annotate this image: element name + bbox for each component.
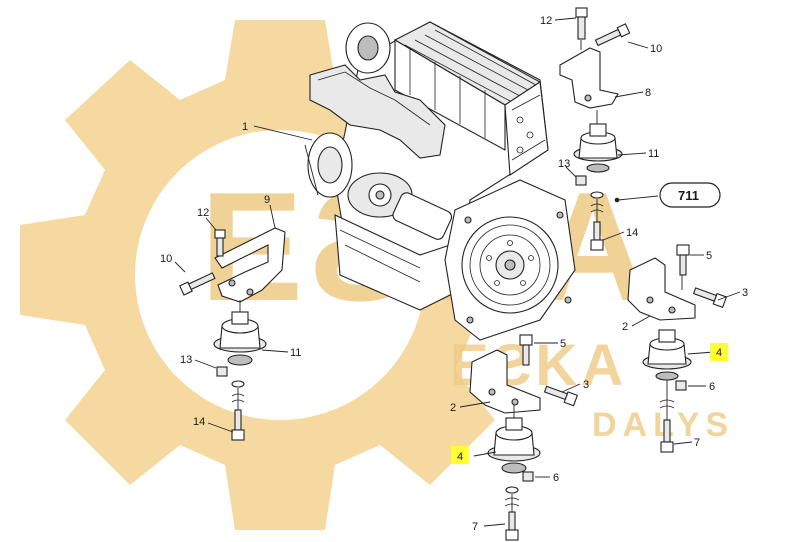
rubber-mount-icon (573, 123, 623, 173)
callout-6: 6 (709, 381, 715, 393)
callout-4: 4 (457, 451, 463, 463)
callout-11: 11 (290, 347, 301, 359)
engine-drawing (304, 21, 576, 341)
callout-11: 11 (648, 148, 659, 160)
callout-5: 5 (706, 250, 712, 262)
nut-icon (522, 471, 534, 482)
rubber-mount-icon (487, 417, 541, 474)
bolt-icon (692, 287, 728, 309)
nut-icon (575, 175, 587, 186)
callout-12: 12 (197, 207, 209, 219)
nut-icon (216, 366, 228, 377)
nut-icon (675, 380, 687, 391)
bolt-icon (676, 244, 690, 276)
callout-2: 2 (450, 402, 456, 414)
washer-icon (505, 486, 519, 494)
highlight-marker (710, 343, 728, 361)
callout-4: 4 (716, 347, 722, 359)
bracket-icon (627, 257, 696, 321)
watermark-subtitle: DALYS (592, 406, 734, 444)
rubber-mount-icon (213, 311, 267, 366)
callout-14: 14 (626, 227, 638, 239)
reference-label: 711 (678, 188, 699, 203)
callout-10: 10 (650, 43, 662, 55)
leader-lines (174, 17, 741, 527)
callout-9: 9 (264, 194, 270, 206)
callout-7: 7 (472, 521, 478, 533)
callout-14: 14 (193, 416, 205, 428)
callout-10: 10 (160, 253, 172, 265)
bolt-icon (519, 334, 533, 366)
callout-5: 5 (560, 338, 566, 350)
callout-13: 13 (180, 354, 192, 366)
bolt-icon (214, 229, 226, 257)
bolt-icon (505, 511, 519, 541)
bottom-mount-assembly (469, 334, 579, 541)
washer-icon (590, 191, 604, 199)
left-mount-assembly (179, 227, 286, 441)
callout-1: 1 (242, 121, 248, 133)
bolt-icon (179, 272, 216, 296)
callout-8: 8 (645, 87, 651, 99)
bolt-icon (594, 23, 631, 47)
callout-7: 7 (694, 437, 700, 449)
callout-6: 6 (553, 472, 559, 484)
highlight-marker (451, 446, 469, 464)
callout-13: 13 (558, 158, 570, 170)
bolt-icon (543, 385, 579, 407)
callout-3: 3 (583, 379, 589, 391)
washer-icon (231, 380, 245, 388)
callout-12: 12 (540, 15, 552, 27)
bracket-icon (469, 349, 541, 414)
bolt-icon (575, 7, 588, 40)
rubber-mount-icon (642, 329, 692, 381)
top-right-mount-assembly (559, 7, 631, 251)
bracket-icon (559, 47, 619, 109)
callout-3: 3 (742, 287, 748, 299)
right-mount-assembly (627, 244, 728, 453)
callout-labels: 1 2 2 3 3 4 4 5 5 6 6 7 7 8 9 10 10 11 1… (160, 15, 748, 533)
callout-2: 2 (622, 321, 628, 333)
reference-badge[interactable]: 711 (659, 182, 721, 208)
